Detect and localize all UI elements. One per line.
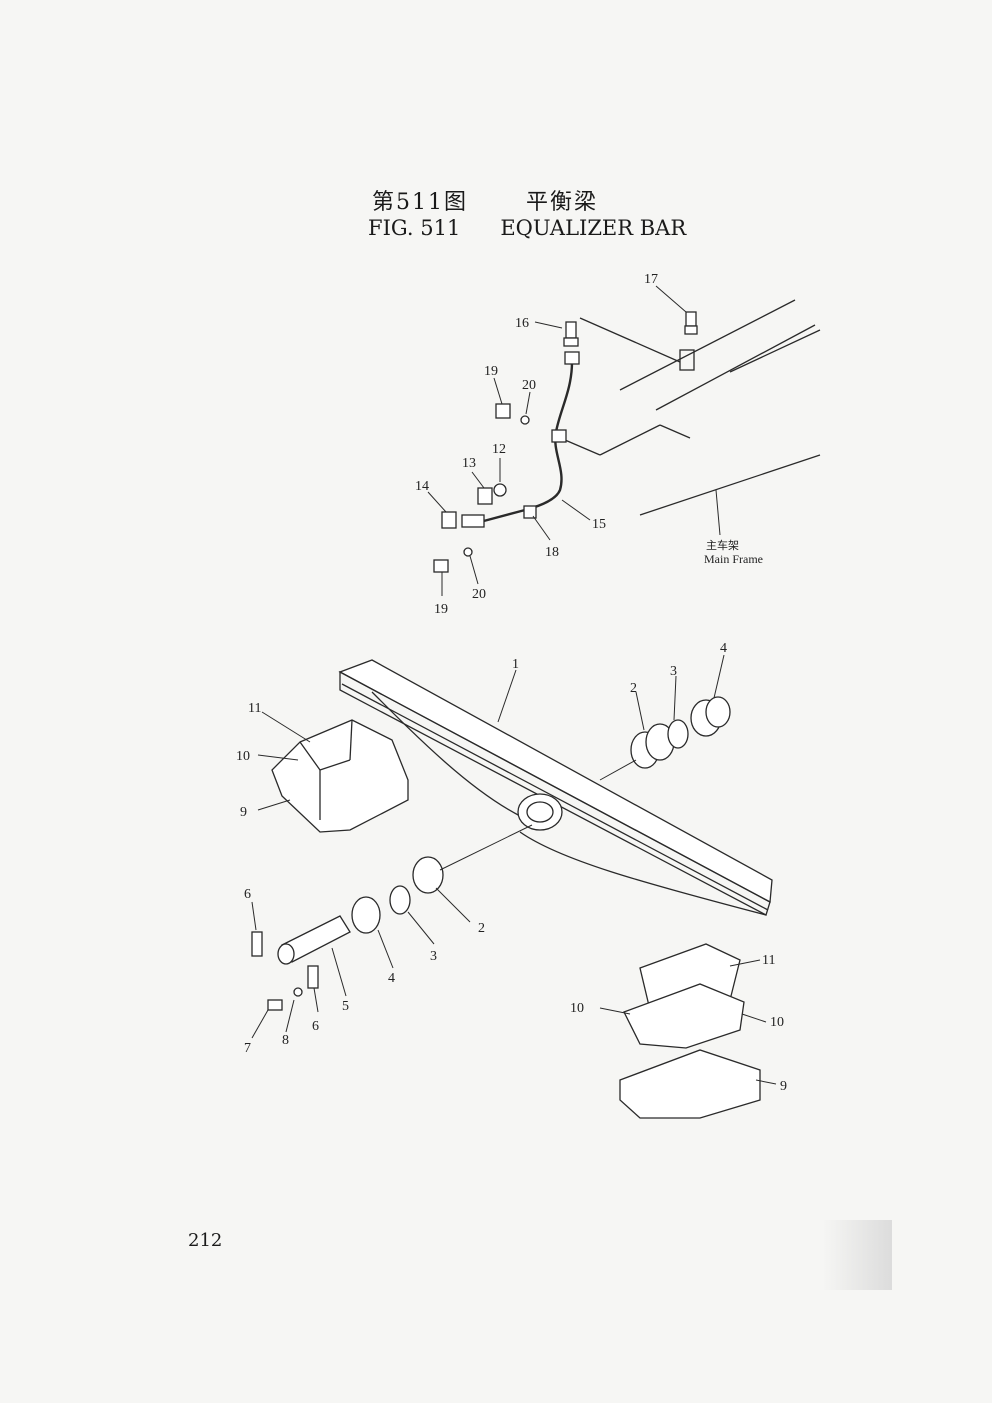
upper-leader-lines <box>427 285 721 596</box>
scan-shade <box>822 1220 892 1290</box>
callout-16: 16 <box>515 316 529 331</box>
main-frame-label-en: Main Frame <box>704 552 763 566</box>
title-cn-figure: 第511图 <box>372 190 468 215</box>
callout-3-left: 3 <box>430 949 437 964</box>
callout-10-right-a: 10 <box>570 1001 584 1016</box>
callout-9-left: 9 <box>240 805 247 820</box>
callout-8: 8 <box>282 1033 289 1048</box>
callout-1: 1 <box>512 657 519 672</box>
callout-6-bottom: 6 <box>312 1019 319 1034</box>
callout-11-left: 11 <box>248 701 261 716</box>
callout-5: 5 <box>342 999 349 1014</box>
callout-6-top: 6 <box>244 887 251 902</box>
title-cn-name: 平衡梁 <box>526 190 599 215</box>
page-number: 212 <box>188 1230 223 1251</box>
callout-7: 7 <box>244 1041 251 1056</box>
equalizer-bar-1 <box>338 659 773 916</box>
pin-and-bushings-left <box>251 856 444 1011</box>
callout-4-left: 4 <box>388 971 395 986</box>
title-en-name: EQUALIZER BAR <box>500 216 687 240</box>
callout-2-right: 2 <box>630 681 637 696</box>
callout-13: 13 <box>462 456 476 471</box>
pipe-fittings <box>433 311 698 573</box>
grease-pipe-15 <box>479 361 574 524</box>
title-english: FIG. 511 EQUALIZER BAR <box>368 216 686 240</box>
callout-4-right: 4 <box>720 641 727 656</box>
callout-15: 15 <box>592 517 606 532</box>
cover-assembly-lower-right <box>619 943 761 1119</box>
callout-20-bottom: 20 <box>472 587 486 602</box>
title-chinese: 第511图 平衡梁 <box>372 184 598 216</box>
cover-assembly-upper-left <box>271 719 409 833</box>
callout-labels: 16 17 19 20 12 13 14 15 18 19 20 主车架 Mai… <box>236 272 787 1094</box>
title-en-figure: FIG. 511 <box>368 216 461 240</box>
callout-12: 12 <box>492 442 506 457</box>
callout-20-top: 20 <box>522 378 536 393</box>
bushing-set-right <box>630 696 731 769</box>
callout-11-right: 11 <box>762 953 775 968</box>
callout-10-right-b: 10 <box>770 1015 784 1030</box>
main-frame-outline <box>564 299 821 516</box>
callout-2-left: 2 <box>478 921 485 936</box>
callout-18: 18 <box>545 545 559 560</box>
lower-leader-lines <box>251 654 777 1085</box>
callout-14: 14 <box>415 479 429 494</box>
callout-17: 17 <box>644 272 658 287</box>
callout-9-right: 9 <box>780 1079 787 1094</box>
callout-19-top: 19 <box>484 364 498 379</box>
callout-19-bottom: 19 <box>434 602 448 617</box>
main-frame-label-cn: 主车架 <box>706 538 739 552</box>
callout-10-left: 10 <box>236 749 250 764</box>
callout-3-right: 3 <box>670 664 677 679</box>
